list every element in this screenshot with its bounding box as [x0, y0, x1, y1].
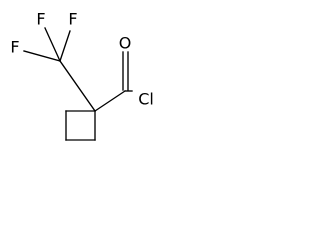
fluorine-top-left-label: F — [36, 10, 45, 29]
chlorine-label: Cl — [138, 90, 154, 109]
fluorine-top-right-label: F — [68, 10, 77, 29]
bond-c-f-left — [23, 50, 61, 62]
fluorine-left-label: F — [10, 38, 19, 57]
bond-ring-to-carbonyl — [94, 90, 126, 112]
bond-ring-to-cf3 — [59, 60, 96, 112]
chemical-structure-diagram: F F F O Cl — [10, 10, 154, 141]
bond-c-f-top-left — [44, 27, 61, 62]
oxygen-label: O — [119, 34, 132, 53]
bond-c-f-top-right — [59, 30, 71, 62]
